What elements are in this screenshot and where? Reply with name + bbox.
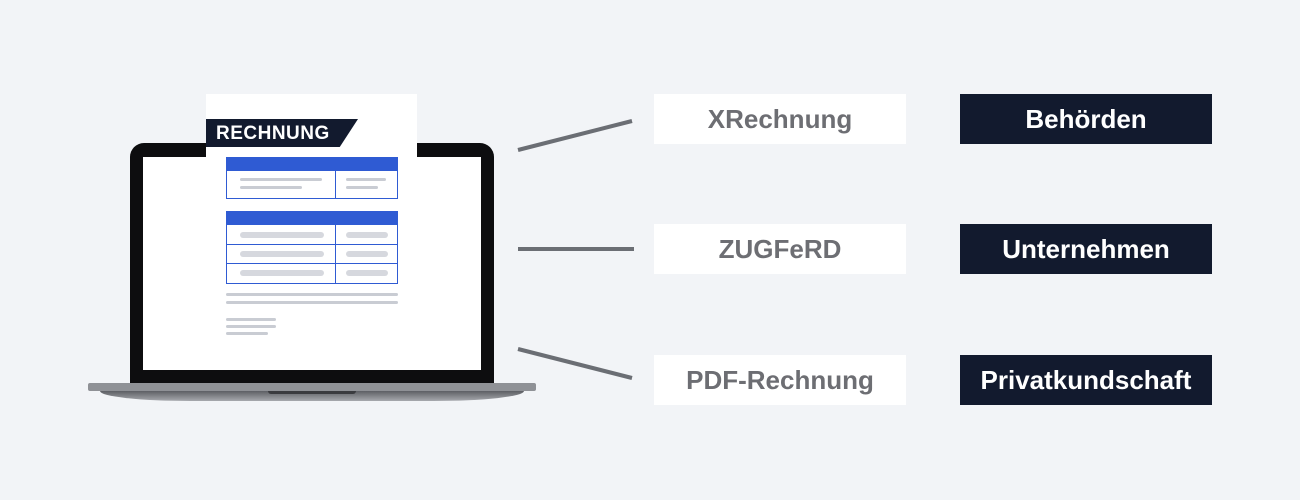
connector-xrechnung [517,119,633,152]
table-row [240,232,324,238]
table-row [346,270,388,276]
audience-behoerden: Behörden [960,94,1212,144]
format-zugferd: ZUGFeRD [654,224,906,274]
format-pdf-rechnung: PDF-Rechnung [654,355,906,405]
placeholder-line [346,178,386,181]
table-row [240,251,324,257]
placeholder-line [226,332,268,335]
table-divider [226,263,398,264]
invoice-tag [206,119,358,147]
laptop-base-front [100,391,524,401]
placeholder-line [346,186,378,189]
placeholder-line [226,325,276,328]
format-xrechnung: XRechnung [654,94,906,144]
invoice-tag-label: RECHNUNG [216,123,330,144]
audience-privatkundschaft: Privatkundschaft [960,355,1212,405]
placeholder-line [240,186,302,189]
table-row [346,251,388,257]
table-divider [335,171,336,199]
placeholder-line [226,301,398,304]
laptop-base [88,383,536,391]
placeholder-line [240,178,322,181]
table-row [240,270,324,276]
table-divider [335,225,336,284]
invoice-items-table-head [226,211,398,225]
table-row [346,232,388,238]
invoice-header-table-head [226,157,398,171]
connector-pdf-rechnung [517,347,633,380]
laptop-notch [268,391,356,394]
placeholder-line [226,293,398,296]
placeholder-line [226,318,276,321]
audience-unternehmen: Unternehmen [960,224,1212,274]
table-divider [226,244,398,245]
